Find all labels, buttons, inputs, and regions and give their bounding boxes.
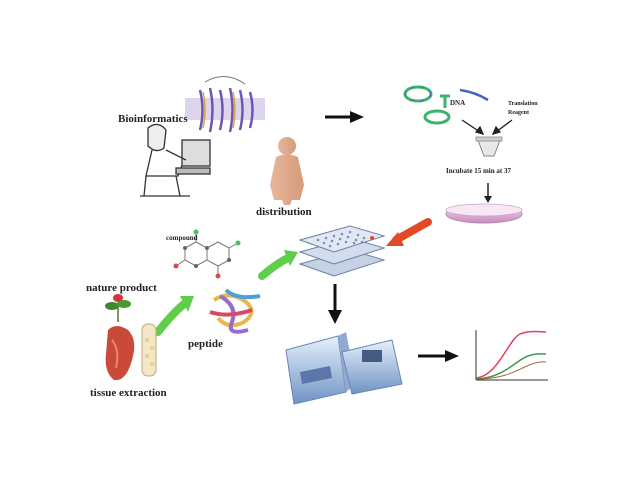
- orange-arrow: [386, 218, 432, 246]
- green-arrow-lower: [154, 296, 194, 336]
- dna-label: DNA: [450, 99, 466, 107]
- microplate-stack-icon: [298, 225, 386, 277]
- converging-arrows: [461, 119, 513, 136]
- peptide-label: peptide: [188, 338, 223, 350]
- tissue-organ-icon: [105, 326, 135, 381]
- distribution-label: distribution: [256, 206, 312, 218]
- nature-product-label: nature product: [86, 282, 157, 294]
- compound-molecule-icon: [173, 229, 241, 279]
- eppendorf-tube-icon: [475, 136, 503, 157]
- dna-plasmid-icon: [403, 85, 489, 125]
- scientist-at-computer-icon: [140, 123, 211, 197]
- nature-product-plant-icon: [105, 294, 131, 322]
- flow-arrow-right-top: [325, 111, 364, 123]
- reagent-label: Reagent: [508, 110, 529, 116]
- flow-arrow-right-bottom: [418, 350, 459, 362]
- down-arrow-to-dish: [484, 183, 492, 203]
- flow-arrow-down: [328, 284, 342, 324]
- peptide-structure-icon: [209, 288, 261, 334]
- compound-label: compound: [166, 234, 198, 242]
- translation-label: Translation: [508, 101, 538, 107]
- tissue-extraction-label: tissue extraction: [90, 387, 167, 399]
- lab-instrument-icon: [285, 332, 403, 405]
- membrane-protein-icon: [185, 76, 265, 133]
- bioinformatics-label: Bioinformatics: [118, 113, 188, 125]
- petri-dish-icon: [445, 203, 523, 224]
- result-curve-graph: [475, 330, 548, 381]
- human-body-icon: [270, 137, 304, 205]
- test-tube-icon: [141, 323, 157, 377]
- incubate-label: Incubate 15 min at 37: [446, 167, 511, 175]
- green-arrow-upper: [258, 250, 298, 280]
